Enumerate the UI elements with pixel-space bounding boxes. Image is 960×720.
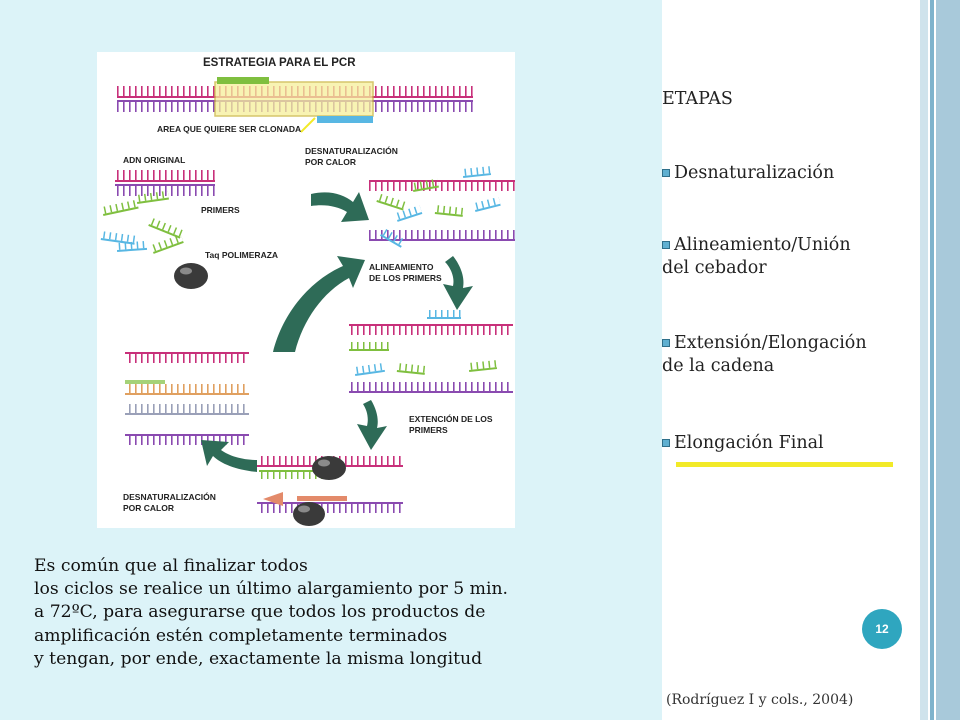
stage-label: Desnaturalización xyxy=(674,163,835,183)
square-bullet-icon xyxy=(662,339,670,347)
page-number-badge: 12 xyxy=(862,609,902,649)
paragraph-line: amplificación estén completamente termin… xyxy=(34,625,448,646)
taq-polymerase-blob xyxy=(174,263,208,289)
aligned-strands xyxy=(349,310,513,393)
stage-label-continued: del cebador xyxy=(662,258,767,278)
label-primers: PRIMERS xyxy=(201,205,240,215)
final-elongation-paragraph: Es común que al finalizar todos los cicl… xyxy=(34,555,649,671)
paragraph-line: y tengan, por ende, exactamente la misma… xyxy=(34,648,483,669)
square-bullet-icon xyxy=(662,241,670,249)
label-extension-2: PRIMERS xyxy=(409,425,448,435)
square-bullet-icon xyxy=(662,439,670,447)
side-bar-light xyxy=(920,0,928,720)
loose-primers-top-right xyxy=(376,166,501,248)
right-content-panel xyxy=(662,0,920,720)
stage-item-denaturation: Desnaturalización xyxy=(662,162,834,185)
label-denaturation-bottom-1: DESNATURALIZACIÓN xyxy=(123,492,216,502)
stage-label: Elongación Final xyxy=(674,433,824,453)
label-taq: Taq POLIMERAZA xyxy=(205,250,279,260)
stage-item-final-elongation: Elongación Final xyxy=(662,432,824,455)
label-denaturation-top-1: DESNATURALIZACIÓN xyxy=(305,146,398,156)
paragraph-line: a 72ºC, para asegurarse que todos los pr… xyxy=(34,602,486,623)
paragraph-line: Es común que al finalizar todos xyxy=(34,556,308,576)
pcr-diagram: ESTRATEGIA PARA EL PCR AREA QUE QUIERE S… xyxy=(97,52,515,528)
paragraph-line: los ciclos se realice un último alargami… xyxy=(34,579,508,600)
stage-label-continued: de la cadena xyxy=(662,356,775,376)
stages-heading: ETAPAS xyxy=(662,89,733,109)
loose-primers-left xyxy=(100,190,184,254)
stage-item-extension: Extensión/Elongación de la cadena xyxy=(662,332,867,378)
side-bar-dark xyxy=(936,0,960,720)
stage-label: Alineamiento/Unión xyxy=(674,235,851,255)
pcr-diagram-graphic xyxy=(100,77,515,526)
label-clone-area: AREA QUE QUIERE SER CLONADA xyxy=(157,124,302,134)
label-denaturation-top-2: POR CALOR xyxy=(305,157,356,167)
cycle-arrow-2 xyxy=(443,256,473,310)
label-extension-1: EXTENCIÓN DE LOS xyxy=(409,414,493,424)
label-denaturation-bottom-2: POR CALOR xyxy=(123,503,174,513)
cycle-arrow-3 xyxy=(357,400,387,450)
stage-item-alignment: Alineamiento/Unión del cebador xyxy=(662,234,851,280)
side-bar-mid xyxy=(930,0,934,720)
label-alignment-1: ALINEAMIENTO xyxy=(369,262,434,272)
final-elongation-highlight xyxy=(676,462,893,467)
cycle-arrow-4 xyxy=(201,440,257,472)
cycle-arrow-big xyxy=(273,256,365,352)
extension-strands xyxy=(257,456,403,526)
label-original-dna: ADN ORIGINAL xyxy=(123,155,186,165)
square-bullet-icon xyxy=(662,169,670,177)
result-strands-left xyxy=(125,352,249,445)
label-alignment-2: DE LOS PRIMERS xyxy=(369,273,442,283)
denatured-strands-top xyxy=(369,180,515,241)
stage-label: Extensión/Elongación xyxy=(674,333,867,353)
dna-top-strands xyxy=(117,77,473,133)
cycle-arrow-1 xyxy=(311,192,369,222)
side-decoration-bars xyxy=(920,0,960,720)
diagram-title: ESTRATEGIA PARA EL PCR xyxy=(203,57,356,69)
citation: (Rodríguez I y cols., 2004) xyxy=(666,692,854,708)
